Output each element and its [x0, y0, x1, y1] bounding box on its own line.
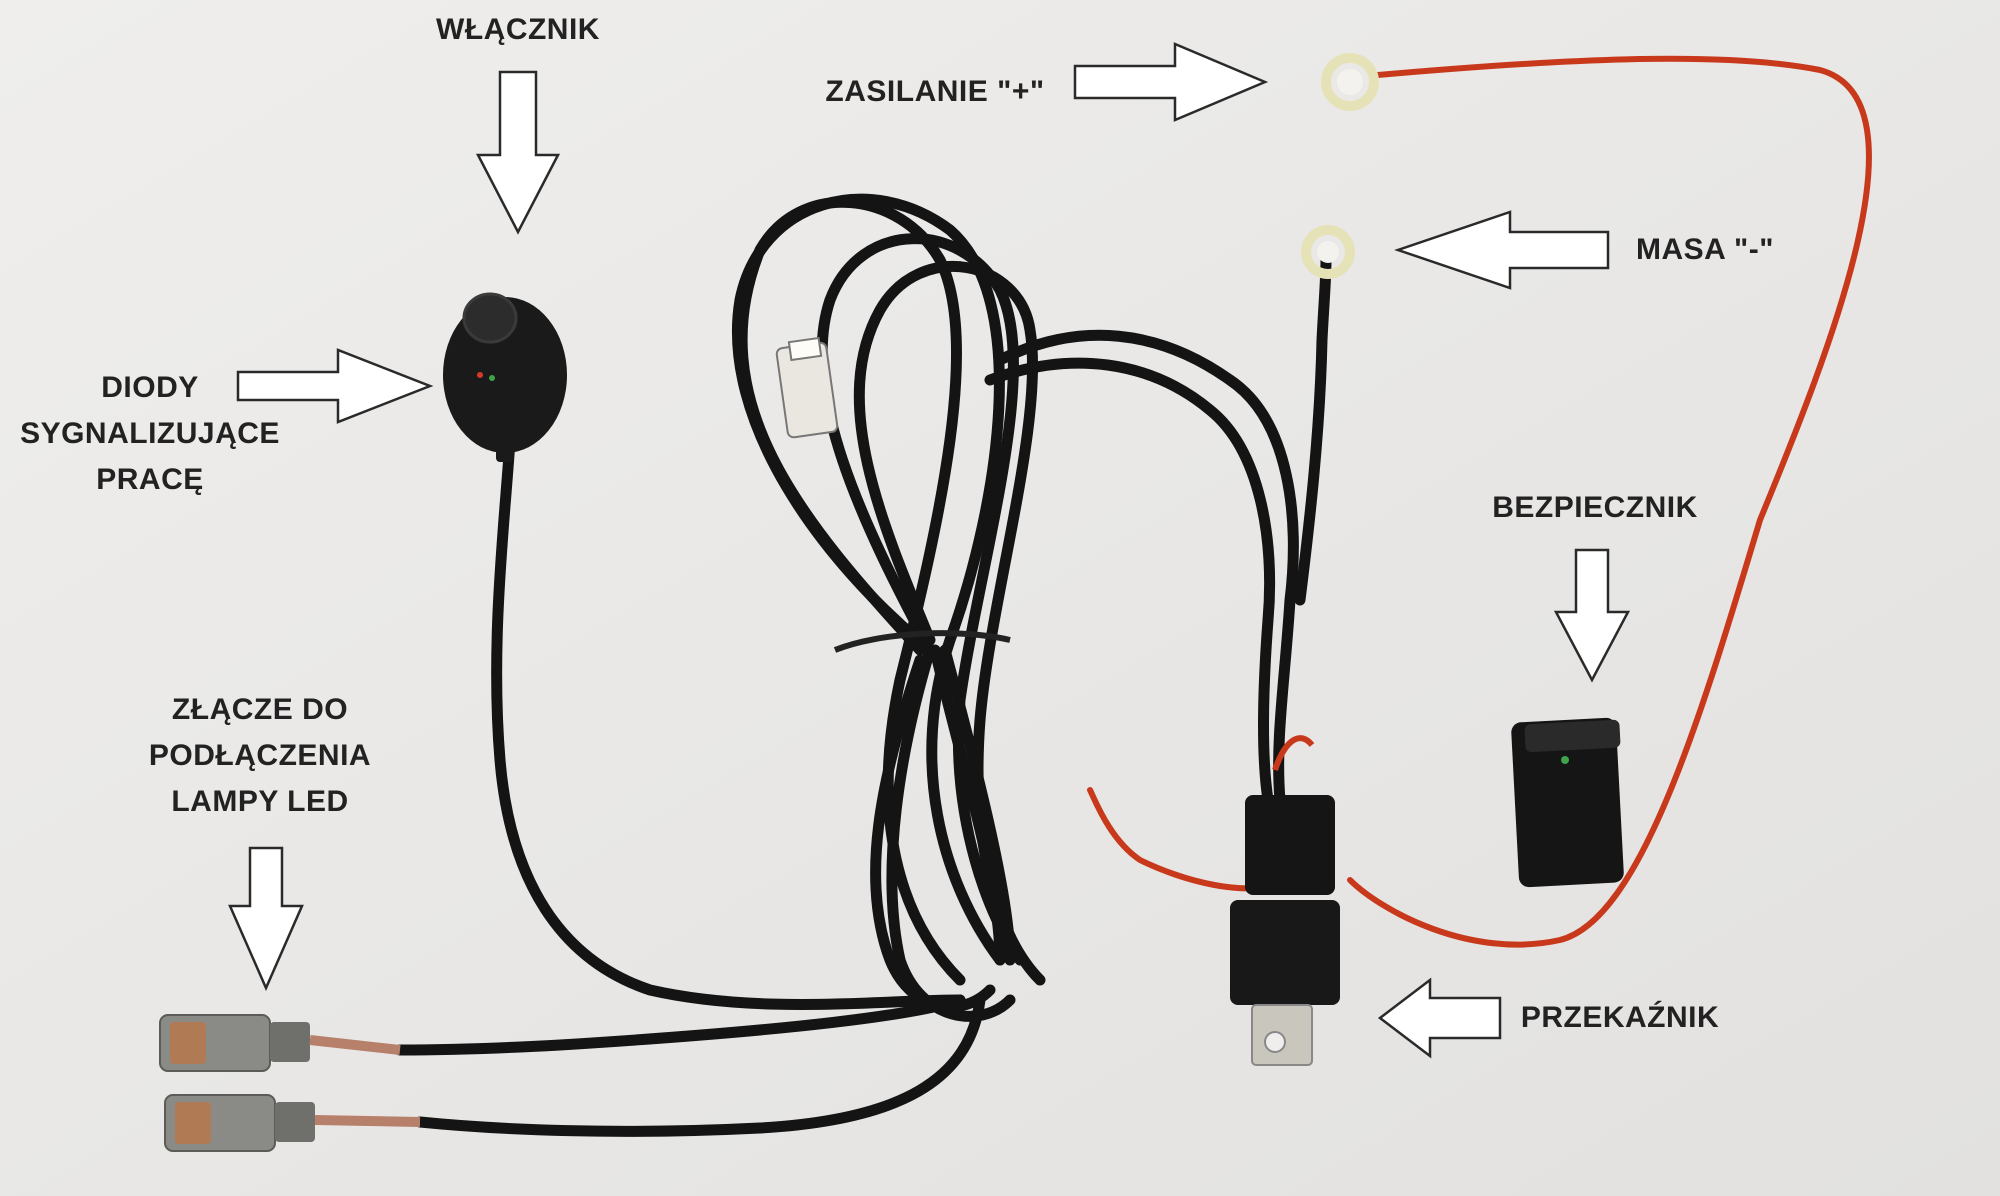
- cable-bundle: [394, 193, 1332, 1137]
- fuse-label: BEZPIECZNIK: [1492, 491, 1698, 524]
- connector-label-line-2: PODŁĄCZENIA: [148, 739, 372, 772]
- switch-icon: [443, 292, 567, 462]
- connector-label-line-1: ZŁĄCZE DO: [171, 693, 349, 726]
- ring-terminal-icon: [1321, 53, 1379, 111]
- arrow-icon: [228, 846, 304, 992]
- fuse-holder-icon: [1511, 717, 1624, 888]
- power-label: ZASILANIE "+": [825, 75, 1045, 108]
- arrow-icon: [475, 70, 561, 235]
- switch-label: WŁĄCZNIK: [436, 13, 600, 46]
- arrow-icon: [1394, 210, 1610, 290]
- led-connector-icon: [159, 1014, 401, 1072]
- arrow-icon: [1377, 977, 1502, 1059]
- diodes-label-line-1: DIODY: [101, 371, 199, 404]
- arrow-icon: [236, 348, 434, 424]
- relay-icon: [1230, 735, 1340, 1066]
- ground-label: MASA "-": [1636, 233, 1774, 266]
- arrow-icon: [1553, 548, 1631, 683]
- diodes-label-line-3: PRACĘ: [96, 463, 204, 496]
- zip-tie: [833, 630, 1011, 653]
- inline-connector-icon: [775, 336, 839, 439]
- led-connector-icon: [164, 1094, 421, 1152]
- ring-terminal-icon: [1301, 225, 1355, 279]
- diodes-label-line-2: SYGNALIZUJĄCE: [20, 417, 280, 450]
- arrow-icon: [1073, 42, 1269, 122]
- relay-label: PRZEKAŹNIK: [1520, 1001, 1720, 1034]
- connector-label-line-3: LAMPY LED: [171, 785, 349, 818]
